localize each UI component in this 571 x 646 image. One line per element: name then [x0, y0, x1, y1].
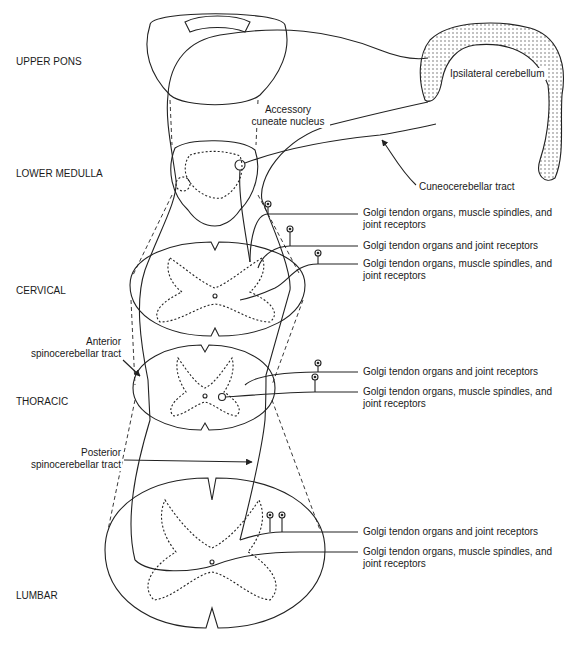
- pointer-arrow: [123, 360, 140, 376]
- medulla-tract-area: [176, 177, 190, 191]
- receptor-fibre: [240, 264, 358, 300]
- medulla-grey-matter: [185, 151, 242, 198]
- text-label: Golgi tendon organs and joint receptors: [362, 366, 539, 378]
- central-canal: [210, 560, 214, 564]
- receptor-fibre: [135, 552, 358, 571]
- text-label: Accessory cuneate nucleus: [246, 104, 330, 128]
- thoracic-grey-matter: [171, 358, 239, 416]
- cuneocerebellar-tract: [240, 170, 250, 262]
- thoracic-section: [133, 345, 275, 430]
- anterior-spinocerebellar-tract: [131, 30, 428, 560]
- receptor-fibre: [240, 532, 358, 540]
- receptor-fibre: [245, 372, 358, 385]
- text-label: LUMBAR: [15, 590, 59, 602]
- text-label: Cuneocerebellar tract: [418, 181, 516, 193]
- clarkes-nucleus: [219, 394, 226, 401]
- posterior-spinocerebellar-tract: [240, 102, 428, 540]
- central-canal: [203, 394, 207, 398]
- lumbar-section: [105, 478, 325, 628]
- text-label: CERVICAL: [15, 285, 67, 297]
- fourth-ventricle: [185, 16, 250, 32]
- text-label: Anterior spinocerebellar tract: [18, 336, 122, 360]
- text-label: Golgi tendon organs, muscle spindles, an…: [362, 258, 554, 282]
- pointer-arrow: [382, 140, 416, 185]
- text-label: Ipsilateral cerebellum: [449, 68, 546, 80]
- cervical-grey-matter: [157, 258, 275, 322]
- text-label: Golgi tendon organs and joint receptors: [362, 526, 539, 538]
- cerebellum: [420, 23, 563, 180]
- receptor-fibre: [226, 392, 358, 397]
- pointer-arrow: [124, 460, 252, 462]
- text-label: Golgi tendon organs, muscle spindles, an…: [362, 546, 554, 570]
- cervical-section: [130, 242, 305, 336]
- lumbar-grey-matter: [148, 500, 276, 600]
- cuneocerebellar-tract: [245, 124, 436, 163]
- text-label: Posterior spinocerebellar tract: [18, 447, 122, 471]
- receptor-symbols: [265, 201, 321, 532]
- text-label: THORACIC: [15, 396, 69, 408]
- text-label: Golgi tendon organs, muscle spindles, an…: [362, 386, 554, 410]
- medulla-section: [171, 141, 258, 226]
- accessory-cuneate-nucleus: [235, 160, 245, 170]
- text-label: Golgi tendon organs and joint receptors: [362, 240, 539, 252]
- text-label: LOWER MEDULLA: [15, 168, 104, 180]
- text-label: UPPER PONS: [15, 56, 83, 68]
- text-label: Golgi tendon organs, muscle spindles, an…: [362, 207, 554, 231]
- central-canal: [213, 294, 217, 298]
